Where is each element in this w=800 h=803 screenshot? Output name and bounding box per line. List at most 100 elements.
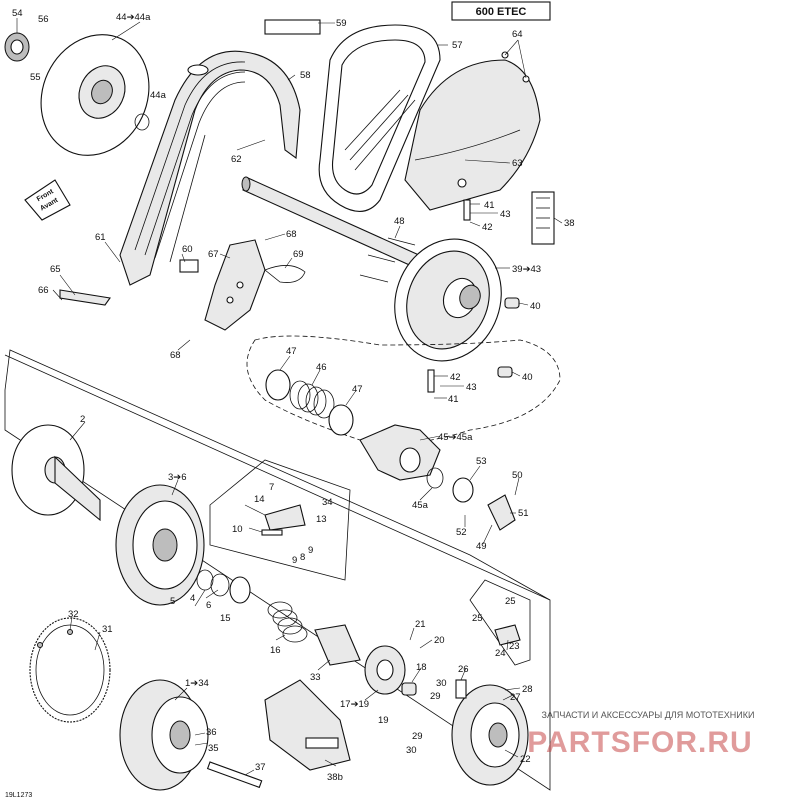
sleeve-33 xyxy=(314,624,361,666)
callout-28: 28 xyxy=(522,684,533,695)
callout-58: 58 xyxy=(300,70,311,81)
callout-8: 8 xyxy=(300,552,305,563)
callout-2: 2 xyxy=(80,414,85,425)
callout-25a: 25 xyxy=(472,613,483,624)
bolt-41b xyxy=(427,369,435,393)
callout-55: 55 xyxy=(30,72,41,83)
callout-37: 37 xyxy=(255,762,266,773)
callout-38: 38 xyxy=(564,218,575,229)
callout-33: 33 xyxy=(310,672,321,683)
callout-40b: 40 xyxy=(522,372,533,383)
callout-20: 20 xyxy=(434,635,445,646)
driven-sheave-44 xyxy=(40,34,150,156)
callout-24: 24 xyxy=(495,648,506,659)
callout-61: 61 xyxy=(95,232,106,243)
callout-1: 1➔34 xyxy=(185,678,209,689)
bolt-32b xyxy=(37,642,43,648)
callout-6: 6 xyxy=(206,600,211,611)
bracket-49 xyxy=(487,494,516,531)
callout-21: 21 xyxy=(415,619,426,630)
callout-25b: 25 xyxy=(505,596,516,607)
belt-guard-58 xyxy=(119,50,301,286)
callout-48: 48 xyxy=(394,216,405,227)
lever-14 xyxy=(264,504,306,531)
movable-sheave-3 xyxy=(115,484,205,606)
ring-gear-31 xyxy=(29,617,111,723)
spacer-4 xyxy=(196,569,214,591)
callout-47a: 47 xyxy=(286,346,297,357)
model-header-label: 600 ETEC xyxy=(476,6,527,18)
callout-35: 35 xyxy=(208,743,219,754)
callout-51: 51 xyxy=(518,508,529,519)
callout-46: 46 xyxy=(316,362,327,373)
drive-belt-57 xyxy=(318,24,441,212)
callout-31: 31 xyxy=(102,624,113,635)
ring-44a xyxy=(134,113,150,131)
leader-lines xyxy=(16,18,563,776)
callout-7: 7 xyxy=(269,482,274,493)
callout-32: 32 xyxy=(68,609,79,620)
weight-40b xyxy=(497,366,513,378)
diagram-code: 19L1273 xyxy=(5,792,32,799)
callout-10: 10 xyxy=(232,524,243,535)
bracket-67 xyxy=(204,239,266,331)
callout-15: 15 xyxy=(220,613,231,624)
tool-38b xyxy=(264,679,351,771)
watermark-line1: ЗАПЧАСТИ И АКСЕССУАРЫ ДЛЯ МОТОТЕХНИКИ xyxy=(542,710,755,720)
washer-47a xyxy=(265,369,291,401)
ring-45a xyxy=(426,467,444,489)
callout-13: 13 xyxy=(316,514,327,525)
callout-67: 67 xyxy=(208,249,219,260)
callout-41a: 41 xyxy=(484,200,495,211)
callout-4: 4 xyxy=(190,593,195,604)
callout-44a: 44a xyxy=(150,90,167,101)
callout-29a: 29 xyxy=(430,691,441,702)
callout-45a: 45a xyxy=(412,500,429,511)
callout-5: 5 xyxy=(170,596,175,607)
spring-16 xyxy=(267,601,308,643)
callout-36: 36 xyxy=(206,727,217,738)
arm-24 xyxy=(494,624,521,646)
callouts: 54 56 55 44➔44a 44a 59 57 58 64 62 63 38… xyxy=(12,8,575,783)
bolt-32a xyxy=(67,629,73,635)
subassembly-outline xyxy=(246,335,561,444)
callout-56: 56 xyxy=(38,14,49,25)
front-arrow: Front Avant xyxy=(24,179,71,221)
callout-9a: 9 xyxy=(308,545,313,556)
callout-62: 62 xyxy=(231,154,242,165)
screw-64a xyxy=(522,75,530,83)
fixed-sheave-2 xyxy=(11,424,101,522)
spring-46 xyxy=(289,380,335,419)
driven-pulley-39 xyxy=(394,238,502,362)
callout-18: 18 xyxy=(416,662,427,673)
callout-53: 53 xyxy=(476,456,487,467)
callout-64: 64 xyxy=(512,29,523,40)
callout-54: 54 xyxy=(12,8,23,19)
callout-26: 26 xyxy=(458,664,469,675)
model-header-box xyxy=(451,1,551,21)
callout-43b: 43 xyxy=(466,382,477,393)
callout-34a: 34 xyxy=(322,497,333,508)
callout-3: 3➔6 xyxy=(168,472,187,483)
callout-27: 27 xyxy=(510,692,521,703)
spider-17 xyxy=(364,645,406,695)
callout-57: 57 xyxy=(452,40,463,51)
callout-52: 52 xyxy=(456,527,467,538)
callout-17: 17➔19 xyxy=(340,699,369,710)
arm-65 xyxy=(59,289,111,306)
washer-53 xyxy=(452,477,474,503)
callout-63: 63 xyxy=(512,158,523,169)
weight-40a xyxy=(504,297,520,309)
callout-22: 22 xyxy=(520,754,531,765)
callout-16: 16 xyxy=(270,645,281,656)
clip-69 xyxy=(264,265,306,283)
drive-pulley-1 xyxy=(119,679,209,791)
bolt-26 xyxy=(455,679,467,699)
bushing-15 xyxy=(229,576,251,604)
callout-47b: 47 xyxy=(352,384,363,395)
callout-9b: 9 xyxy=(292,555,297,566)
callout-65: 65 xyxy=(50,264,61,275)
callout-30a: 30 xyxy=(436,678,447,689)
